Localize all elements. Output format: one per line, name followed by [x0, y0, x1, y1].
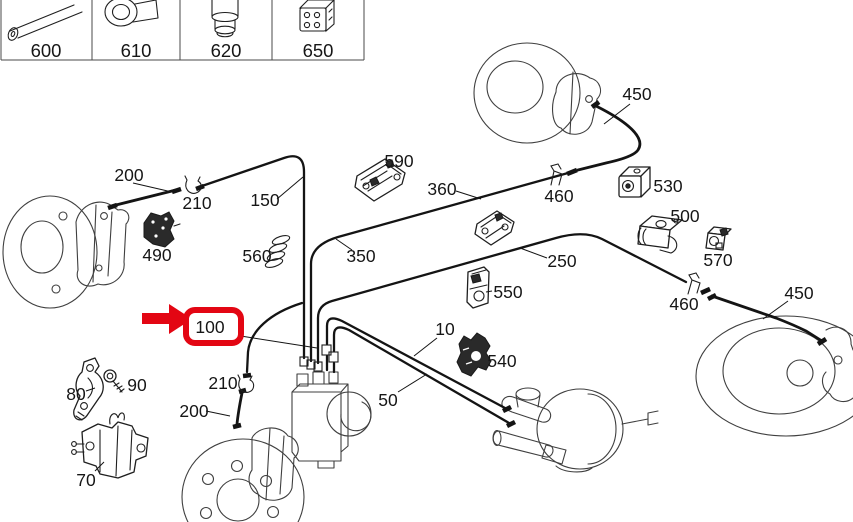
callout-connector-540[interactable]: 540 [487, 351, 516, 371]
legend-table: 600 610 620 650 [0, 0, 365, 61]
master-cylinder-port-icon [501, 404, 513, 414]
union-fitting-icon [566, 167, 578, 177]
brake-pipes [110, 104, 824, 426]
part-590-bracket [354, 158, 406, 202]
hose-fitting-icon [706, 292, 718, 302]
pipe-fittings [107, 100, 828, 430]
connector-block-icon [298, 0, 335, 33]
pipe-350-360-line [309, 171, 570, 363]
callout-hose-450-rear-right[interactable]: 450 [784, 283, 813, 303]
hose-fitting-icon [816, 337, 828, 346]
union-fitting-icon [700, 286, 711, 296]
callout-pipe-360[interactable]: 360 [427, 179, 456, 199]
front-left-wheel-lower-sketch [181, 427, 305, 522]
callout-bracket-590[interactable]: 590 [384, 151, 413, 171]
callout-pipe-50[interactable]: 50 [378, 390, 398, 410]
leader-lines [85, 103, 789, 472]
callout-pad-set-490[interactable]: 490 [142, 245, 171, 265]
callout-hose-200-lower[interactable]: 200 [179, 401, 208, 421]
callout-bracket-500[interactable]: 500 [670, 206, 699, 226]
booster-master-cylinder-sketch [492, 387, 659, 473]
callout-pipe-150[interactable]: 150 [250, 190, 279, 210]
callout-bracket-550[interactable]: 550 [493, 282, 522, 302]
hose-fitting-icon [590, 100, 601, 109]
callout-clamp-570[interactable]: 570 [703, 250, 732, 270]
legend-cell-600-label[interactable]: 600 [31, 40, 62, 61]
part-500-bracket [637, 215, 683, 254]
callout-hose-200-upper[interactable]: 200 [114, 165, 143, 185]
callout-hose-450-rear-left[interactable]: 450 [622, 84, 651, 104]
rear-right-wheel-sketch [695, 315, 853, 437]
union-fitting-icon [171, 186, 182, 195]
rear-left-wheel-sketch [473, 42, 602, 144]
highlight-annotation[interactable]: 100 [142, 304, 318, 349]
pipe-50-line [332, 326, 511, 425]
callout-clip-460-lower[interactable]: 460 [669, 294, 698, 314]
part-550-bracket [466, 266, 490, 309]
pipe-150-line [197, 155, 306, 360]
part-70-carrier [71, 412, 149, 479]
callout-grommet-560[interactable]: 560 [242, 246, 271, 266]
callout-pipe-350[interactable]: 350 [346, 246, 375, 266]
sleeve-icon [104, 0, 159, 27]
clip-460-lower-icon [687, 272, 701, 295]
callout-pipe-10[interactable]: 10 [435, 319, 455, 339]
legend-cell-610-label[interactable]: 610 [121, 40, 152, 61]
plug-icon [211, 0, 239, 38]
legend-cell-620-label[interactable]: 620 [211, 40, 242, 61]
callout-labels: 200 210 490 150 560 590 350 360 460 530 … [66, 84, 814, 490]
callout-clip-210-upper[interactable]: 210 [182, 193, 211, 213]
front-left-wheel-upper-sketch [2, 195, 130, 309]
callout-carrier-70[interactable]: 70 [76, 470, 96, 490]
highlight-box[interactable] [183, 307, 244, 346]
hose-450-rear-left [576, 104, 642, 172]
retaining-clips [184, 163, 701, 393]
pipe-250-line [316, 233, 688, 365]
clip-210-upper-icon [184, 175, 202, 194]
hose-450-rear-right [710, 294, 824, 343]
abs-port-fittings [299, 344, 339, 372]
part-570-clamp [705, 226, 732, 251]
hose-200-lower [235, 391, 244, 426]
banjo-fitting-icon [107, 202, 118, 211]
highlight-arrow-icon [142, 304, 192, 334]
callout-pipe-250[interactable]: 250 [547, 251, 576, 271]
abs-unit-sketch [291, 371, 372, 469]
part-560-grommet-stack [264, 235, 291, 268]
part-520-bracket [474, 210, 515, 246]
hose-200-upper [110, 188, 178, 208]
clip-210-lower-icon [237, 374, 255, 393]
callout-clip-460-upper[interactable]: 460 [544, 186, 573, 206]
part-530-block [618, 166, 651, 198]
callout-screw-90[interactable]: 90 [127, 375, 147, 395]
pipe-tube-icon [7, 4, 83, 41]
callout-block-530[interactable]: 530 [653, 176, 682, 196]
callout-clip-210-lower[interactable]: 210 [208, 373, 237, 393]
clip-460-upper-icon [550, 163, 563, 186]
callout-pipe-100[interactable]: 100 [195, 317, 224, 337]
pipe-100-line [245, 301, 304, 374]
part-540-connector [456, 332, 492, 377]
pipe-10-line [325, 317, 507, 410]
part-490-pad-set [143, 211, 181, 248]
union-fitting-icon [195, 183, 205, 192]
part-80-bracket [73, 357, 104, 421]
callout-bracket-80[interactable]: 80 [66, 384, 86, 404]
master-cylinder-port-icon [505, 419, 517, 429]
hose-fitting-icon [232, 422, 242, 430]
legend-cell-650-label[interactable]: 650 [303, 40, 334, 61]
union-fitting-icon [242, 372, 252, 379]
part-90-screw [103, 369, 125, 393]
